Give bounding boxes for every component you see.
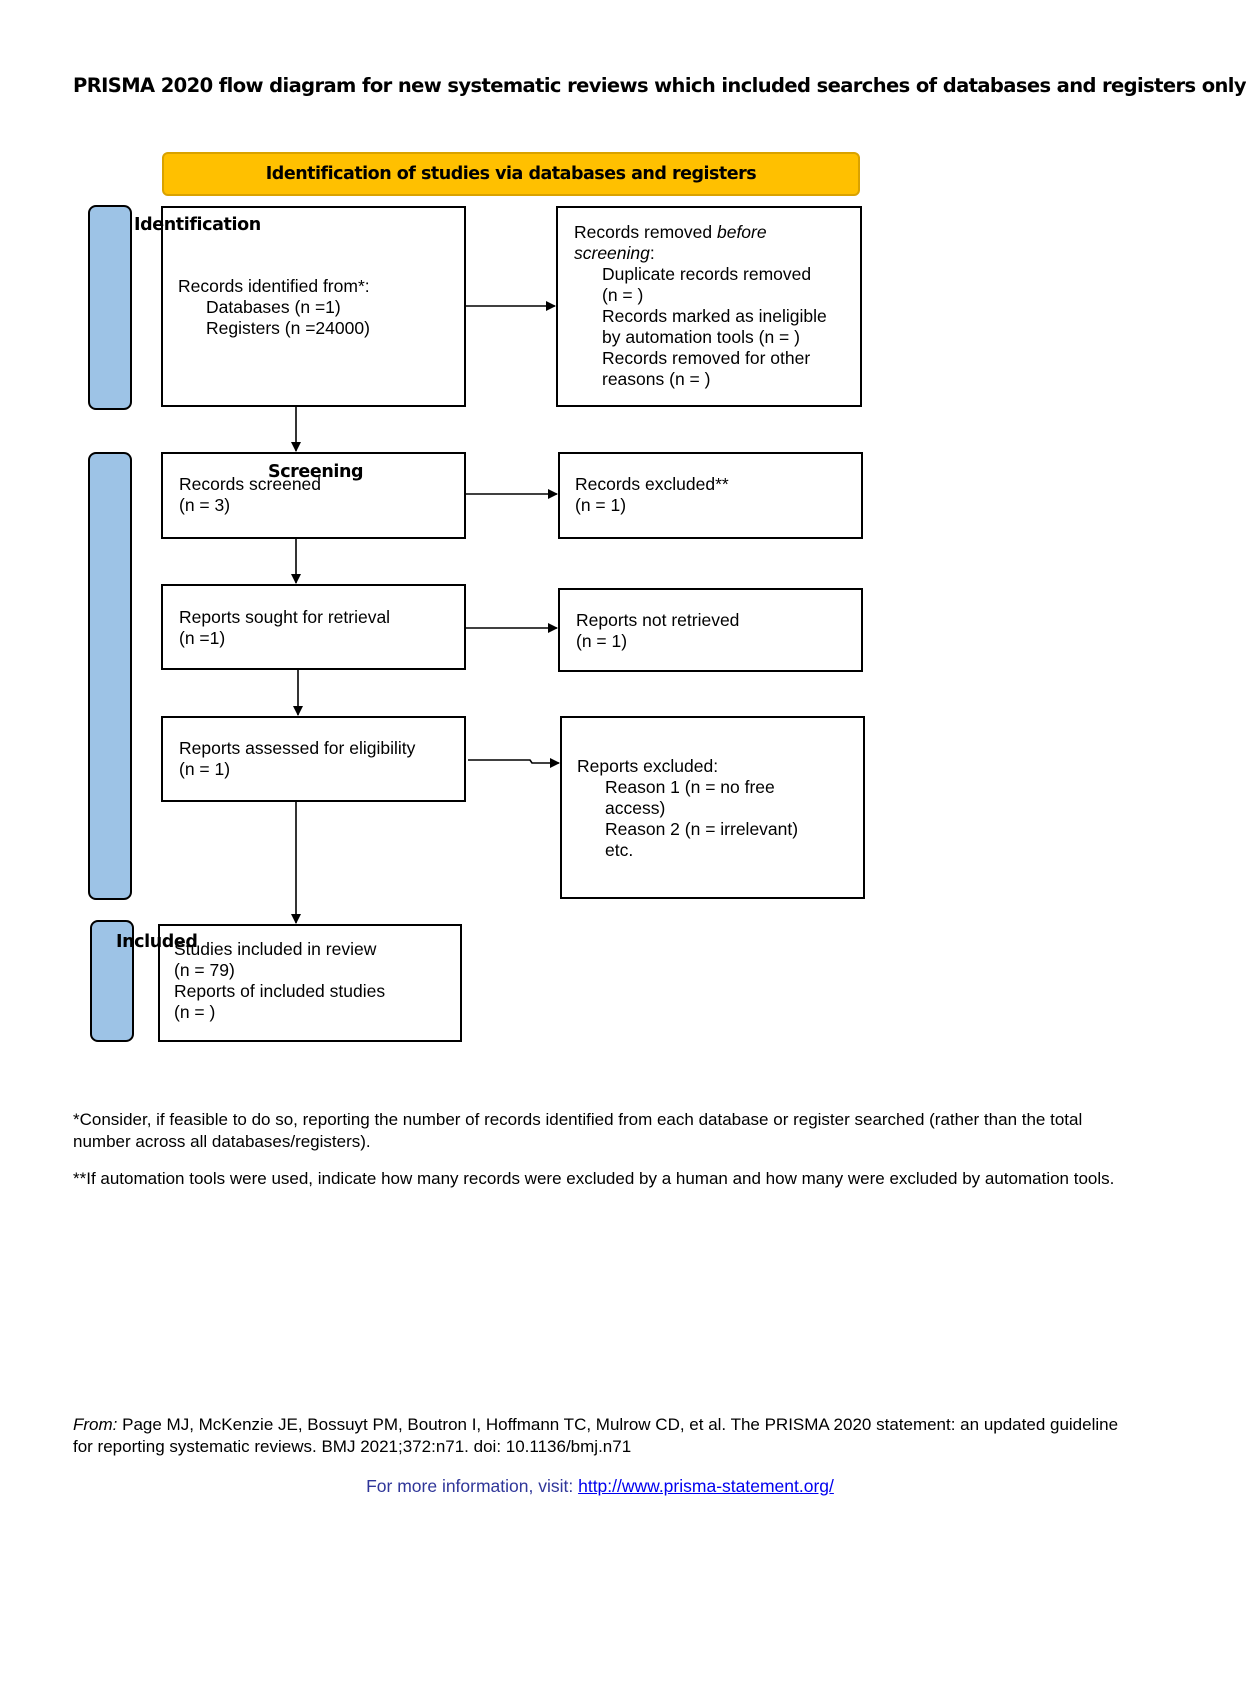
arrow-assessed-to-excluded bbox=[468, 758, 560, 768]
records-screened-label: Records screened bbox=[179, 474, 322, 494]
other-removed: Records removed for other bbox=[602, 348, 811, 368]
registers-count: Registers (n =24000) bbox=[206, 318, 370, 338]
stage-bar-identification bbox=[88, 205, 132, 410]
prisma-link[interactable]: http://www.prisma-statement.org/ bbox=[578, 1476, 834, 1496]
page-title: PRISMA 2020 flow diagram for new systema… bbox=[73, 74, 1246, 97]
flow-arrows bbox=[291, 301, 560, 924]
reports-sought-label: Reports sought for retrieval bbox=[179, 607, 391, 627]
stage-label-screening: Screening bbox=[268, 462, 364, 482]
records-identified-label: Records identified from*: bbox=[178, 276, 370, 296]
reports-not-retrieved-box: Reports not retrieved (n = 1) bbox=[558, 588, 863, 672]
reports-assessed-label: Reports assessed for eligibility bbox=[179, 738, 416, 758]
studies-included-count: (n = 79) bbox=[174, 960, 235, 980]
reports-included-label: Reports of included studies bbox=[174, 981, 386, 1001]
citation: From: Page MJ, McKenzie JE, Bossuyt PM, … bbox=[73, 1414, 1133, 1458]
stage-label-identification: Identification bbox=[134, 215, 261, 235]
records-excluded-box: Records excluded** (n = 1) bbox=[558, 452, 863, 539]
databases-count: Databases (n =1) bbox=[206, 297, 341, 317]
records-removed-box: Records removed before screening: Duplic… bbox=[556, 206, 862, 407]
identification-banner: Identification of studies via databases … bbox=[162, 152, 860, 196]
citation-text: Page MJ, McKenzie JE, Bossuyt PM, Boutro… bbox=[73, 1415, 1119, 1456]
more-info: For more information, visit: http://www.… bbox=[0, 1476, 1200, 1497]
stage-bar-screening bbox=[88, 452, 132, 900]
records-excluded-label: Records excluded** bbox=[575, 474, 729, 494]
footnote-2: **If automation tools were used, indicat… bbox=[73, 1169, 1115, 1188]
more-info-label: For more information, visit: bbox=[366, 1476, 579, 1496]
reports-excluded-label: Reports excluded: bbox=[577, 756, 719, 776]
reports-not-retrieved-label: Reports not retrieved bbox=[576, 610, 740, 630]
reports-excluded-box: Reports excluded: Reason 1 (n = no free … bbox=[560, 716, 865, 899]
records-removed-heading: Records removed before bbox=[574, 222, 767, 242]
citation-from: From: bbox=[73, 1415, 118, 1434]
reports-sought-count: (n =1) bbox=[179, 628, 226, 648]
duplicates-removed: Duplicate records removed bbox=[602, 264, 812, 284]
exclusion-reason-1: Reason 1 (n = no free bbox=[605, 777, 775, 797]
studies-included-box: Studies included in review (n = 79) Repo… bbox=[158, 924, 462, 1042]
records-identified-box: Records identified from*: Databases (n =… bbox=[161, 206, 466, 407]
footnote-1: *Consider, if feasible to do so, reporti… bbox=[73, 1110, 1083, 1151]
records-screened-count: (n = 3) bbox=[179, 495, 231, 515]
reports-not-retrieved-count: (n = 1) bbox=[576, 631, 628, 651]
stage-bar-included bbox=[90, 920, 134, 1042]
records-excluded-count: (n = 1) bbox=[575, 495, 627, 515]
studies-included-label: Studies included in review bbox=[174, 939, 377, 959]
records-screened-box: Records screened (n = 3) bbox=[161, 452, 466, 539]
reports-assessed-box: Reports assessed for eligibility (n = 1) bbox=[161, 716, 466, 802]
reports-assessed-count: (n = 1) bbox=[179, 759, 231, 779]
stage-label-included: Included bbox=[116, 932, 198, 952]
exclusion-reason-2: Reason 2 (n = irrelevant) bbox=[605, 819, 799, 839]
reports-included-count: (n = ) bbox=[174, 1002, 216, 1022]
automation-ineligible: Records marked as ineligible bbox=[602, 306, 827, 326]
banner-label: Identification of studies via databases … bbox=[265, 164, 757, 184]
reports-sought-box: Reports sought for retrieval (n =1) bbox=[161, 584, 466, 670]
